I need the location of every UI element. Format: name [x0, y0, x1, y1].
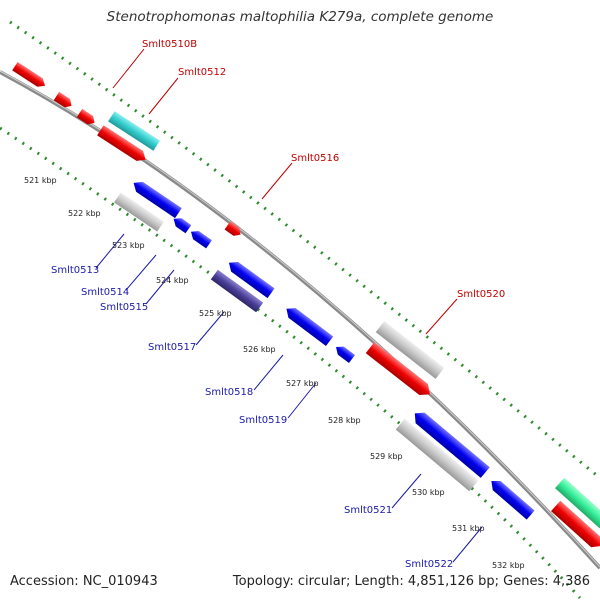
tick-label: 531 kbp: [452, 524, 485, 533]
topology-label: Topology: circular; Length: 4,851,126 bp…: [232, 574, 590, 589]
gene-smlt0514[interactable]: [171, 215, 192, 234]
gene-red-arrow-end[interactable]: [551, 500, 600, 552]
gene-smlt0516[interactable]: [224, 221, 244, 238]
gene-smlt0515[interactable]: [188, 228, 212, 249]
tick-label: 527 kbp: [286, 379, 319, 388]
gene-red-arrow-1[interactable]: [12, 62, 48, 90]
gene-smlt0522[interactable]: [487, 476, 535, 520]
gene-label-smlt0518[interactable]: Smlt0518: [205, 387, 253, 398]
genome-title: Stenotrophomonas maltophilia K279a, comp…: [106, 9, 494, 25]
genome-backbone-highlight: [0, 70, 600, 568]
gene-smlt0517-dark[interactable]: [210, 269, 264, 313]
gene-smlt0517-blue[interactable]: [225, 258, 275, 299]
gene-smlt0520[interactable]: [365, 342, 435, 400]
gene-red-arrow-2[interactable]: [53, 91, 75, 110]
gene-smlt0521-gray[interactable]: [395, 418, 479, 492]
tick-label: 523 kbp: [112, 241, 145, 250]
gene-teal-feature[interactable]: [555, 477, 600, 529]
gene-cyan-feature[interactable]: [108, 111, 160, 151]
gene-label-smlt0515[interactable]: Smlt0515: [100, 302, 148, 313]
gene-label-smlt0512[interactable]: Smlt0512: [178, 67, 226, 78]
gene-label-smlt0520[interactable]: Smlt0520: [457, 289, 505, 300]
tick-label: 522 kbp: [68, 209, 101, 218]
gene-smlt0521-blue[interactable]: [410, 408, 490, 478]
tick-label: 525 kbp: [199, 309, 232, 318]
gene-smlt0512[interactable]: [97, 125, 149, 164]
accession-label: Accession: NC_010943: [10, 574, 158, 589]
gene-smlt0513-blue[interactable]: [130, 178, 182, 219]
gene-label-smlt0522[interactable]: Smlt0522: [405, 559, 453, 570]
genome-backbone: [0, 70, 600, 570]
tick-label: 532 kbp: [492, 561, 525, 570]
gene-label-smlt0521[interactable]: Smlt0521: [344, 505, 392, 516]
gene-red-arrow-3[interactable]: [76, 108, 98, 127]
gene-label-smlt0510b[interactable]: Smlt0510B: [142, 39, 197, 50]
tick-label: 526 kbp: [243, 345, 276, 354]
gene-label-smlt0517[interactable]: Smlt0517: [148, 342, 196, 353]
gene-label-smlt0516[interactable]: Smlt0516: [291, 153, 339, 164]
gene-label-smlt0513[interactable]: Smlt0513: [51, 265, 99, 276]
tick-label: 524 kbp: [156, 276, 189, 285]
gene-gray-feature-1[interactable]: [375, 321, 445, 379]
tick-label: 528 kbp: [328, 416, 361, 425]
gene-smlt0518[interactable]: [283, 304, 334, 347]
tick-label: 530 kbp: [412, 488, 445, 497]
outer-track-dots: [9, 20, 600, 480]
gene-smlt0519[interactable]: [333, 343, 355, 364]
inner-track-dots: [0, 126, 582, 600]
gene-label-smlt0519[interactable]: Smlt0519: [239, 415, 287, 426]
gene-smlt0513-gray[interactable]: [114, 192, 164, 232]
gene-label-smlt0514[interactable]: Smlt0514: [81, 287, 129, 298]
tick-label: 529 kbp: [370, 452, 403, 461]
tick-label: 521 kbp: [24, 176, 57, 185]
